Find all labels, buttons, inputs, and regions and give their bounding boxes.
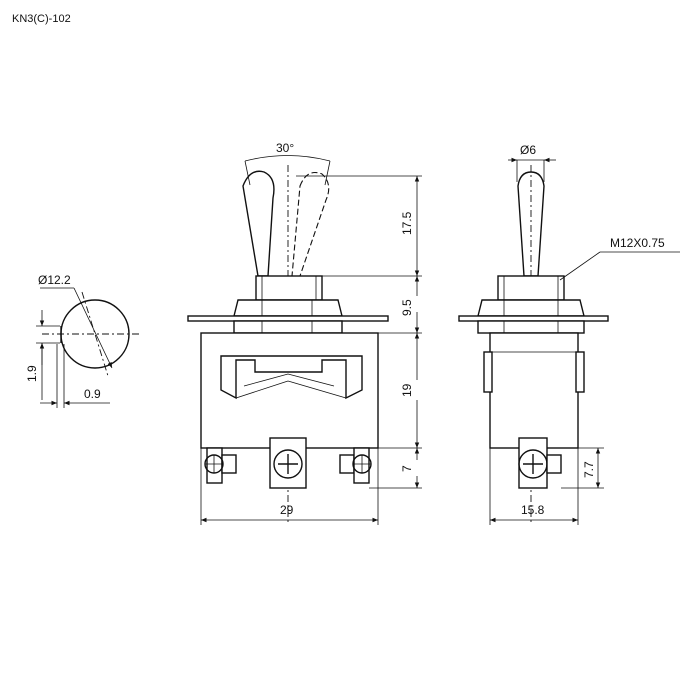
side-view <box>458 157 680 525</box>
dim-side-terminal-height: 7.7 <box>582 461 596 478</box>
dim-thread: M12X0.75 <box>610 236 665 250</box>
dim-diameter-body: Ø12.2 <box>38 273 71 287</box>
dim-side-width: 0.9 <box>84 387 101 401</box>
dim-body-width: 29 <box>280 503 294 517</box>
dim-angle: 30° <box>276 141 294 155</box>
front-view <box>187 155 422 525</box>
part-number: KN3(C)-102 <box>12 13 71 25</box>
dim-terminal-height: 7 <box>400 465 414 472</box>
end-view <box>36 287 140 408</box>
dim-lever-diameter: Ø6 <box>520 143 536 157</box>
dim-side-body-width: 15.8 <box>521 503 545 517</box>
dim-side-offset: 1.9 <box>25 365 39 382</box>
dim-lever-height: 17.5 <box>400 211 414 235</box>
dim-body-height: 19 <box>400 383 414 397</box>
dim-bushing-height: 9.5 <box>400 299 414 316</box>
